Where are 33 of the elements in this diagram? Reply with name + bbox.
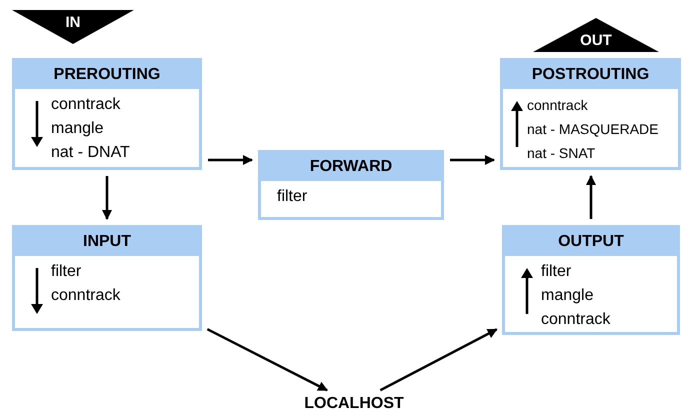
box-heading: PREROUTING — [15, 61, 199, 89]
chain-box — [258, 150, 444, 220]
chain-item: conntrack — [51, 95, 122, 115]
chain-item: nat - MASQUERADE — [527, 120, 658, 139]
marker-label: IN — [66, 15, 80, 30]
chain-item: filter — [541, 262, 572, 282]
box-heading: INPUT — [15, 228, 199, 256]
arrow — [450, 155, 495, 165]
arrow — [208, 155, 253, 165]
triangle-marker — [533, 18, 659, 52]
triangle-marker — [12, 10, 134, 44]
chain-item: mangle — [51, 119, 104, 139]
box-heading: FORWARD — [261, 153, 441, 181]
chain-item: filter — [51, 262, 82, 282]
chain-item: conntrack — [527, 96, 589, 115]
chain-item: conntrack — [51, 286, 120, 306]
chain-item: mangle — [541, 286, 594, 306]
arrow — [380, 328, 498, 392]
chain-item: filter — [277, 187, 308, 207]
box-heading: POSTROUTING — [503, 61, 678, 89]
box-heading: OUTPUT — [505, 228, 677, 256]
chain-item: conntrack — [541, 310, 610, 330]
chain-box — [500, 58, 681, 170]
arrow — [586, 175, 596, 219]
chain-box — [12, 58, 202, 170]
arrow — [102, 176, 112, 220]
chain-box — [12, 225, 202, 331]
chain-item: nat - SNAT — [527, 144, 596, 163]
arrow — [206, 328, 328, 392]
host-label: LOCALHOST — [286, 393, 422, 415]
chain-box — [502, 225, 680, 335]
marker-label: OUT — [580, 33, 612, 48]
chain-item: nat - DNAT — [51, 143, 130, 163]
